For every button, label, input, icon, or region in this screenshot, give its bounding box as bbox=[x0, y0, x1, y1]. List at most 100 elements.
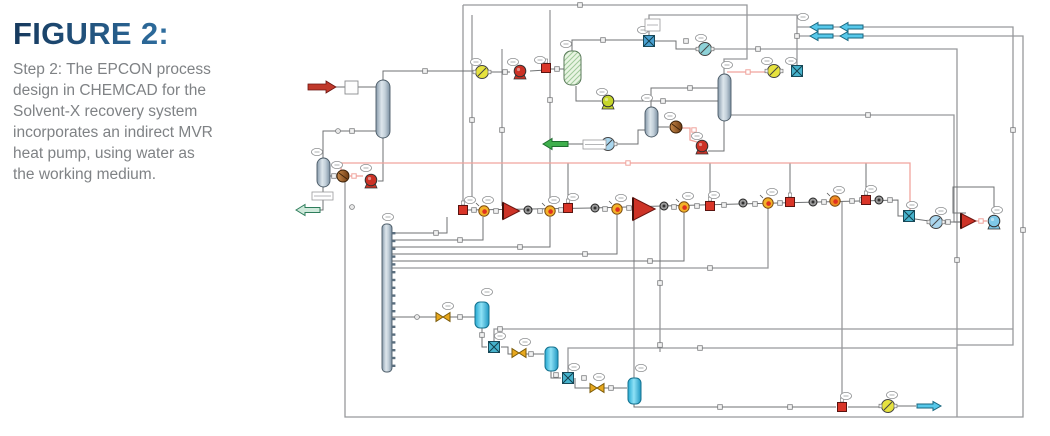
compressor-stage-3 bbox=[608, 200, 623, 215]
compressor-triangle-3 bbox=[960, 212, 977, 230]
stream-id-callout bbox=[519, 337, 531, 346]
control-valve-4 bbox=[705, 196, 715, 211]
stream-id-callout bbox=[360, 163, 372, 172]
stream-id-callout bbox=[507, 58, 519, 67]
control-valve-2 bbox=[458, 200, 468, 215]
valve-brown-2 bbox=[669, 120, 683, 134]
outlet-stream-arrow bbox=[916, 400, 943, 412]
process-line bbox=[501, 346, 513, 355]
stream-connector bbox=[954, 257, 960, 263]
stream-id-callout bbox=[691, 131, 703, 140]
stream-connector bbox=[671, 204, 677, 210]
caption-line: heat pump, using water as bbox=[13, 145, 195, 162]
stream-connector bbox=[582, 251, 588, 257]
stream-connector bbox=[721, 202, 727, 208]
stream-connector bbox=[683, 38, 689, 44]
packed-column bbox=[563, 50, 582, 86]
stream-id-callout bbox=[721, 61, 733, 70]
utility-in-arrow-3 bbox=[838, 21, 864, 33]
stream-connector bbox=[821, 199, 827, 205]
stream-connector bbox=[469, 117, 475, 123]
process-line bbox=[382, 70, 476, 80]
process-line bbox=[392, 217, 551, 248]
process-line bbox=[708, 121, 725, 152]
process-line bbox=[550, 371, 561, 379]
stream-connector bbox=[752, 201, 758, 207]
stream-id-callout bbox=[464, 195, 476, 204]
stream-connector bbox=[697, 345, 703, 351]
stream-id-callout bbox=[482, 195, 494, 204]
control-valve-1 bbox=[541, 58, 551, 73]
process-line bbox=[378, 138, 384, 182]
stream-connector bbox=[457, 237, 463, 243]
receiver-vessel-1 bbox=[316, 157, 331, 188]
control-valve-7 bbox=[837, 397, 847, 412]
caption-line: Step 2: The EPCON process bbox=[13, 61, 211, 78]
stream-id-callout bbox=[906, 200, 918, 209]
stream-id-callout bbox=[494, 331, 506, 340]
mixer-3 bbox=[659, 201, 669, 211]
feed-stream-arrow bbox=[307, 80, 337, 94]
caption-line: the working medium. bbox=[13, 166, 157, 183]
stream-id-callout bbox=[785, 57, 797, 66]
stream-id-callout bbox=[991, 205, 1003, 214]
expansion-valve-1 bbox=[643, 35, 655, 47]
stream-connector bbox=[777, 200, 783, 206]
expansion-valve-2 bbox=[791, 65, 803, 77]
stream-connector bbox=[865, 112, 871, 118]
stream-connector bbox=[517, 244, 523, 250]
process-line bbox=[392, 217, 448, 234]
stream-connector bbox=[687, 85, 693, 91]
stream-connector bbox=[1020, 227, 1026, 233]
stream-id-callout bbox=[331, 160, 343, 169]
stream-id-callout bbox=[886, 390, 898, 399]
stream-label-box bbox=[582, 139, 607, 150]
heat-exchanger-yellow-2 bbox=[764, 64, 784, 78]
distillation-column-2 bbox=[717, 73, 732, 122]
process-line bbox=[574, 378, 591, 389]
stream-connector bbox=[1010, 127, 1016, 133]
stream-id-callout bbox=[635, 363, 647, 372]
figure-title: FIGURE 2: bbox=[13, 16, 289, 52]
circle-connector bbox=[414, 314, 420, 320]
mixer-4 bbox=[738, 198, 748, 208]
control-valve-6 bbox=[861, 190, 871, 205]
stream-connector bbox=[657, 280, 663, 286]
stream-connector bbox=[849, 198, 855, 204]
frame-line bbox=[392, 208, 769, 269]
stream-connector bbox=[422, 68, 428, 74]
process-line bbox=[392, 213, 685, 262]
stream-connector bbox=[647, 258, 653, 264]
stream-id-callout bbox=[567, 192, 579, 201]
stream-label-box bbox=[311, 191, 334, 201]
stream-id-callout bbox=[833, 185, 845, 194]
stream-id-callout bbox=[695, 34, 707, 43]
mixer-1 bbox=[523, 205, 533, 215]
stream-connector bbox=[887, 197, 893, 203]
process-line bbox=[392, 215, 618, 255]
process-line bbox=[571, 39, 643, 51]
circle-connector bbox=[349, 204, 355, 210]
stream-connector bbox=[479, 332, 485, 338]
process-line bbox=[655, 40, 698, 50]
throttle-valve-2 bbox=[511, 347, 527, 359]
stream-connector bbox=[499, 127, 505, 133]
process-line bbox=[392, 217, 484, 241]
process-line bbox=[575, 86, 601, 102]
expansion-valve-4 bbox=[488, 341, 500, 353]
process-line bbox=[633, 404, 836, 408]
process-line bbox=[952, 186, 995, 214]
throttle-valve-1 bbox=[435, 311, 451, 323]
stream-connector bbox=[471, 207, 477, 213]
compressor-stage-1 bbox=[475, 202, 490, 217]
flash-drum-2 bbox=[544, 346, 559, 372]
frame-line bbox=[711, 48, 958, 417]
frame-line bbox=[493, 328, 1013, 341]
recycle-connector bbox=[625, 160, 631, 166]
stream-id-callout bbox=[797, 12, 809, 21]
stream-id-callout bbox=[664, 112, 676, 121]
compressor-stage-2 bbox=[541, 202, 556, 217]
inline-unit-box bbox=[344, 80, 359, 95]
caption-line: incorporates an indirect MVR bbox=[13, 124, 213, 141]
distillation-column-1 bbox=[375, 79, 391, 139]
